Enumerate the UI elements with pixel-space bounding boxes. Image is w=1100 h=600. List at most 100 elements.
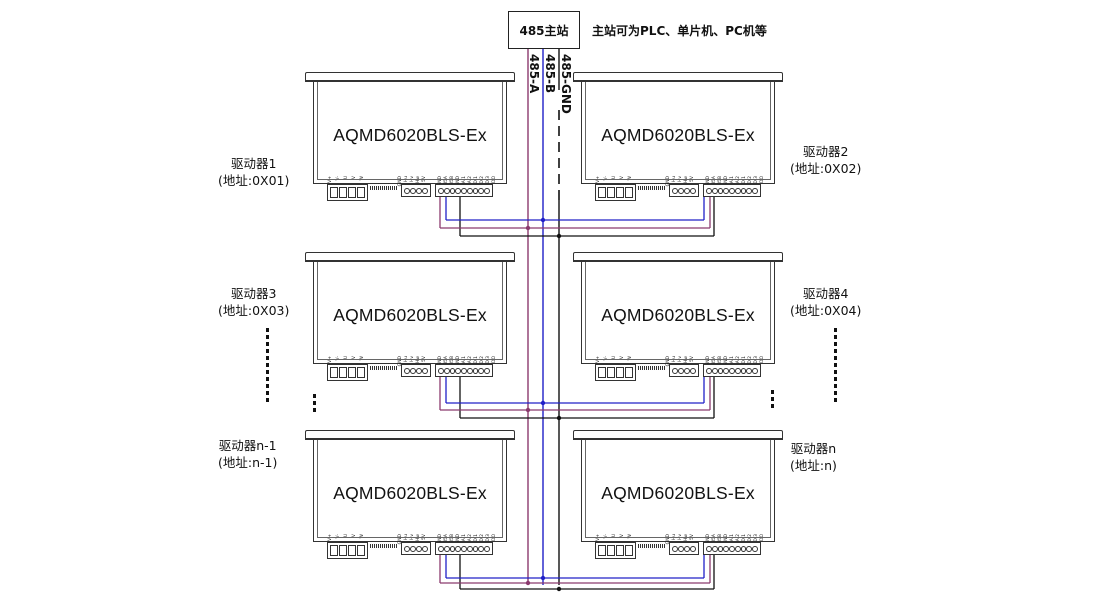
pin-label: DI2 <box>748 176 753 184</box>
pin-label: V- <box>336 176 341 181</box>
driver-label-4: 驱动器4 (地址:0X04) <box>790 285 861 319</box>
hall-terminal-strip <box>669 184 699 197</box>
driver-model: AQMD6020BLS-Ex <box>333 305 487 325</box>
pin-label: Hu <box>404 534 409 541</box>
pin-label: AI1 <box>730 176 735 184</box>
power-terminal-block <box>327 542 368 559</box>
driver-address: (地址:0X04) <box>790 303 862 318</box>
driver-model: AQMD6020BLS-Ex <box>601 125 755 145</box>
pin-label: V <box>352 534 357 538</box>
pin-label: V <box>352 176 357 180</box>
pin-label: Hw <box>684 176 689 184</box>
pin-label: DI3 <box>754 356 759 364</box>
pin-label: V+ <box>328 176 333 183</box>
pin-label: U <box>612 356 617 360</box>
driver-label-n: 驱动器n (地址:n) <box>790 440 837 474</box>
pin-label: V+ <box>596 534 601 541</box>
pin-label: Hw <box>416 534 421 542</box>
pin-label: AI2 <box>736 176 741 184</box>
power-terminal-block <box>595 542 636 559</box>
junction-dot <box>556 233 562 239</box>
pin-label: V+ <box>596 356 601 363</box>
pin-label: DI3 <box>486 534 491 542</box>
rs485-terminal-strip <box>703 542 761 555</box>
pin-label: DO <box>492 356 497 364</box>
driver-address: (地址:0X02) <box>790 161 862 176</box>
pin-label: AI1 <box>462 356 467 364</box>
pin-label: AI1 <box>462 176 467 184</box>
driver-address: (地址:n) <box>790 458 837 473</box>
junction-dot <box>556 586 562 592</box>
pin-label: 5V <box>422 176 427 182</box>
pin-header <box>638 362 666 370</box>
junction-dot <box>525 225 531 231</box>
pin-label: V <box>620 534 625 538</box>
pin-label: W <box>628 356 633 361</box>
driver-label-2: 驱动器2 (地址:0X02) <box>790 143 861 177</box>
pin-label: U <box>344 534 349 538</box>
pin-label: Hv <box>410 534 415 541</box>
driver-cover <box>573 72 783 82</box>
pin-label: Hv <box>678 356 683 363</box>
pin-label: Hu <box>404 176 409 183</box>
pin-label: 5V <box>422 356 427 362</box>
pin-label: W <box>628 176 633 181</box>
pin-label: Hv <box>678 534 683 541</box>
pin-label: 5V <box>422 534 427 540</box>
pin-label: V <box>352 356 357 360</box>
pin-label: 5V <box>690 356 695 362</box>
junction-dot <box>525 407 531 413</box>
continuation-dots-right-inner <box>771 390 774 411</box>
pin-label: W <box>360 534 365 539</box>
power-terminal-block <box>327 364 368 381</box>
pin-label: W <box>628 534 633 539</box>
junction-dot <box>540 400 546 406</box>
pin-label: V- <box>604 356 609 361</box>
pin-label: Hu <box>404 356 409 363</box>
driver-model: AQMD6020BLS-Ex <box>601 305 755 325</box>
pin-label: V- <box>336 356 341 361</box>
continuation-dots-left <box>266 328 269 405</box>
pin-label: V <box>620 176 625 180</box>
pin-label: Hw <box>416 176 421 184</box>
pin-label: DI3 <box>486 176 491 184</box>
pin-header <box>370 362 398 370</box>
pin-label: V- <box>604 176 609 181</box>
pin-label: V <box>620 356 625 360</box>
driver-label-n-1: 驱动器n-1 (地址:n-1) <box>218 437 277 471</box>
pin-label: DI2 <box>748 534 753 542</box>
pin-label: DI1 <box>474 176 479 184</box>
driver-model: AQMD6020BLS-Ex <box>333 483 487 503</box>
bus-label-485gnd: 485-GND <box>559 54 573 114</box>
hall-terminal-strip <box>401 184 431 197</box>
pin-label: V- <box>604 534 609 539</box>
pin-label: Hu <box>672 534 677 541</box>
pin-label: DI1 <box>474 534 479 542</box>
driver-name: 驱动器4 <box>802 286 849 301</box>
bus-label-485a: 485-A <box>527 54 541 94</box>
driver-address: (地址:0X03) <box>218 303 290 318</box>
pin-label: 5V <box>690 176 695 182</box>
pin-label: V+ <box>596 176 601 183</box>
pin-label: V- <box>336 534 341 539</box>
driver-address: (地址:n-1) <box>218 455 278 470</box>
pin-label: DI1 <box>742 356 747 364</box>
pin-label: DI2 <box>480 356 485 364</box>
pin-label: DI1 <box>742 176 747 184</box>
hall-terminal-strip <box>669 542 699 555</box>
pin-label: DI2 <box>480 534 485 542</box>
pin-label: DI1 <box>742 534 747 542</box>
pin-label: DO <box>492 534 497 542</box>
junction-dot <box>540 575 546 581</box>
rs485-terminal-strip <box>703 184 761 197</box>
